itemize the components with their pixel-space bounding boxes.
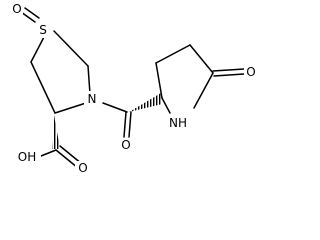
bond-n3-carbonyl (102, 102, 128, 113)
stereo-hash-bond-c4-acid (52, 115, 60, 149)
stereo-hash-bond-carbonyl-calpha (129, 93, 162, 112)
bond-s-o-double-b (24, 7, 40, 19)
bond-c5-s (30, 36, 45, 63)
bond-lactam-o-b (213, 73, 245, 77)
bond-cdelta-nh (193, 72, 214, 109)
atom-sulfoxide-oxygen: O (12, 2, 21, 16)
molecule-structure: O S N O NH O OH O (12, 2, 256, 175)
bond-c2-n3 (87, 65, 91, 95)
bond-s-o-double-a (20, 11, 36, 23)
bond-s-c2 (53, 30, 89, 67)
atom-lactam-nh: NH (169, 116, 187, 130)
atom-amide-oxygen: O (121, 138, 130, 152)
bond-carbonyl-o-a (123, 111, 127, 138)
atom-acid-hydroxyl: OH (18, 150, 36, 164)
bond-cgamma-cdelta (189, 44, 214, 74)
bond-nh-calpha (161, 97, 171, 114)
pyrrolidinone-ring (155, 44, 214, 114)
bond-n3-c4 (54, 102, 87, 114)
atom-acid-oxygen: O (78, 161, 87, 175)
bond-acid-c-oh (40, 149, 57, 157)
bond-lactam-o-a (212, 68, 245, 72)
bond-cbeta-cgamma (155, 44, 191, 64)
bond-acid-c-o-double-a (55, 149, 79, 169)
thiazolidine-ring (30, 30, 91, 114)
bond-c4-c5 (30, 61, 56, 114)
bond-carbonyl-o-b (128, 111, 132, 138)
atom-lactam-oxygen: O (246, 65, 255, 79)
atom-ring-nitrogen: N (88, 92, 97, 106)
bond-calpha-cbeta (155, 62, 163, 99)
atom-sulfur: S (39, 23, 47, 37)
